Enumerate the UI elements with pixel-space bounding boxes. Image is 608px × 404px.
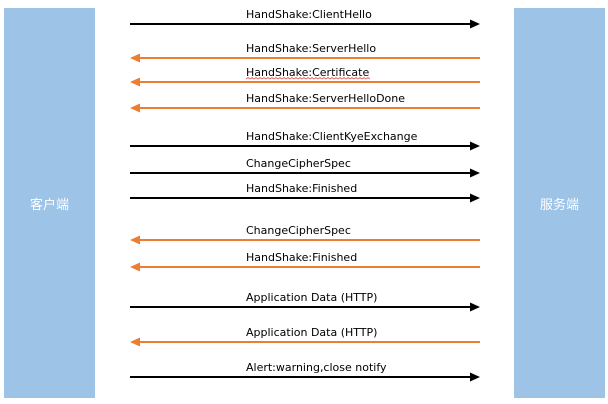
message-11: Application Data (HTTP) — [130, 326, 480, 347]
arrow-left-icon — [130, 262, 140, 272]
message-4: HandShake:ServerHelloDone — [130, 92, 480, 113]
message-8: ChangeCipherSpec — [130, 224, 480, 245]
message-label: Alert:warning,close notify — [246, 361, 387, 374]
message-7: HandShake:Finished — [130, 182, 480, 203]
message-3: HandShake:Certificate — [130, 66, 480, 87]
message-label: HandShake:Certificate — [246, 66, 369, 79]
message-label: HandShake:Finished — [246, 182, 357, 195]
arrow-left-icon — [130, 103, 140, 113]
message-label: HandShake:ServerHello — [246, 42, 376, 55]
message-9: HandShake:Finished — [130, 251, 480, 272]
client-lane: 客户端 — [4, 8, 95, 398]
message-label: HandShake:ClientKyeExchange — [246, 130, 418, 143]
message-label: HandShake:Finished — [246, 251, 357, 264]
arrow-right-icon — [470, 193, 480, 203]
message-2: HandShake:ServerHello — [130, 42, 480, 63]
arrow-left-icon — [130, 53, 140, 63]
message-label: Application Data (HTTP) — [246, 326, 377, 339]
message-label: HandShake:ClientHello — [246, 8, 372, 21]
arrow-right-icon — [470, 168, 480, 178]
arrow-left-icon — [130, 77, 140, 87]
arrow-right-icon — [470, 141, 480, 151]
message-label: Application Data (HTTP) — [246, 291, 377, 304]
server-label: 服务端 — [539, 197, 579, 213]
message-label: ChangeCipherSpec — [246, 157, 351, 170]
arrow-right-icon — [470, 372, 480, 382]
arrow-right-icon — [470, 19, 480, 29]
arrow-left-icon — [130, 235, 140, 245]
message-12: Alert:warning,close notify — [130, 361, 480, 382]
message-10: Application Data (HTTP) — [130, 291, 480, 312]
arrow-right-icon — [470, 302, 480, 312]
message-1: HandShake:ClientHello — [130, 8, 480, 29]
client-label: 客户端 — [29, 197, 69, 213]
server-lane: 服务端 — [514, 8, 605, 398]
message-label: ChangeCipherSpec — [246, 224, 351, 237]
spellcheck-underline — [245, 77, 371, 80]
message-label: HandShake:ServerHelloDone — [246, 92, 405, 105]
arrow-left-icon — [130, 337, 140, 347]
message-5: HandShake:ClientKyeExchange — [130, 130, 480, 151]
message-6: ChangeCipherSpec — [130, 157, 480, 178]
